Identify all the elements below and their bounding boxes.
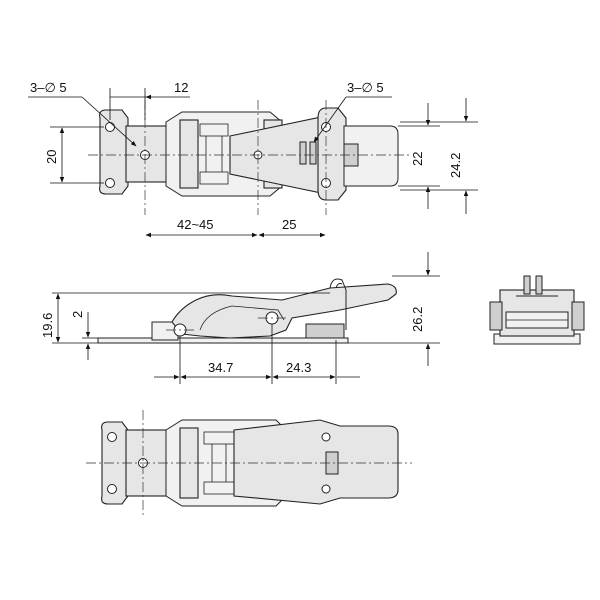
dim-offset-2: 2 [70, 311, 85, 318]
lever-knuckle-top [199, 123, 229, 137]
dim-right-holes: 3–∅ 5 [347, 80, 384, 95]
end-right-flange [571, 301, 585, 331]
dim-left-holes: 3–∅ 5 [30, 80, 67, 95]
side-lever-body [171, 283, 397, 339]
side-view-dimensions: 19.6 2 26.2 34.7 24.3 [40, 252, 440, 384]
hook-slot-2 [309, 141, 317, 165]
end-left-flange [489, 301, 503, 331]
top-view-dimensions: 3–∅ 5 12 3–∅ 5 20 22 24.2 42~45 25 [28, 80, 478, 238]
dim-height-24-2: 24.2 [448, 153, 463, 178]
hook-slot-1 [299, 141, 307, 165]
dim-span-25: 25 [282, 217, 296, 232]
keeper-body [343, 125, 399, 187]
left-mount-plate [99, 109, 129, 195]
bottom-hook-and-keeper [233, 419, 399, 505]
dim-height-26-2: 26.2 [410, 307, 425, 332]
dim-span-42-45: 42~45 [177, 217, 214, 232]
top-view [88, 100, 410, 215]
end-hook-left [523, 275, 531, 295]
dim-height-20: 20 [44, 150, 59, 164]
side-base-plate [97, 337, 349, 344]
bottom-view [86, 410, 412, 518]
dim-span-34-7: 34.7 [208, 360, 233, 375]
lever-side-left [179, 119, 199, 189]
side-keeper [305, 323, 345, 339]
bottom-left-top-hole [107, 432, 117, 442]
dim-offset-12: 12 [174, 80, 188, 95]
bottom-right-top-hole [321, 432, 331, 442]
side-hook-wire [329, 278, 347, 330]
dim-height-19-6: 19.6 [40, 313, 55, 338]
dim-span-24-3: 24.3 [286, 360, 311, 375]
end-view [489, 275, 585, 345]
left-top-hole [105, 122, 115, 132]
bottom-right-bottom-hole [321, 484, 331, 494]
side-view [97, 278, 397, 344]
bottom-left-bottom-hole [107, 484, 117, 494]
left-bottom-hole [105, 178, 115, 188]
lever-knuckle-bottom [199, 171, 229, 185]
dim-height-22: 22 [410, 152, 425, 166]
end-hook-right [535, 275, 543, 295]
